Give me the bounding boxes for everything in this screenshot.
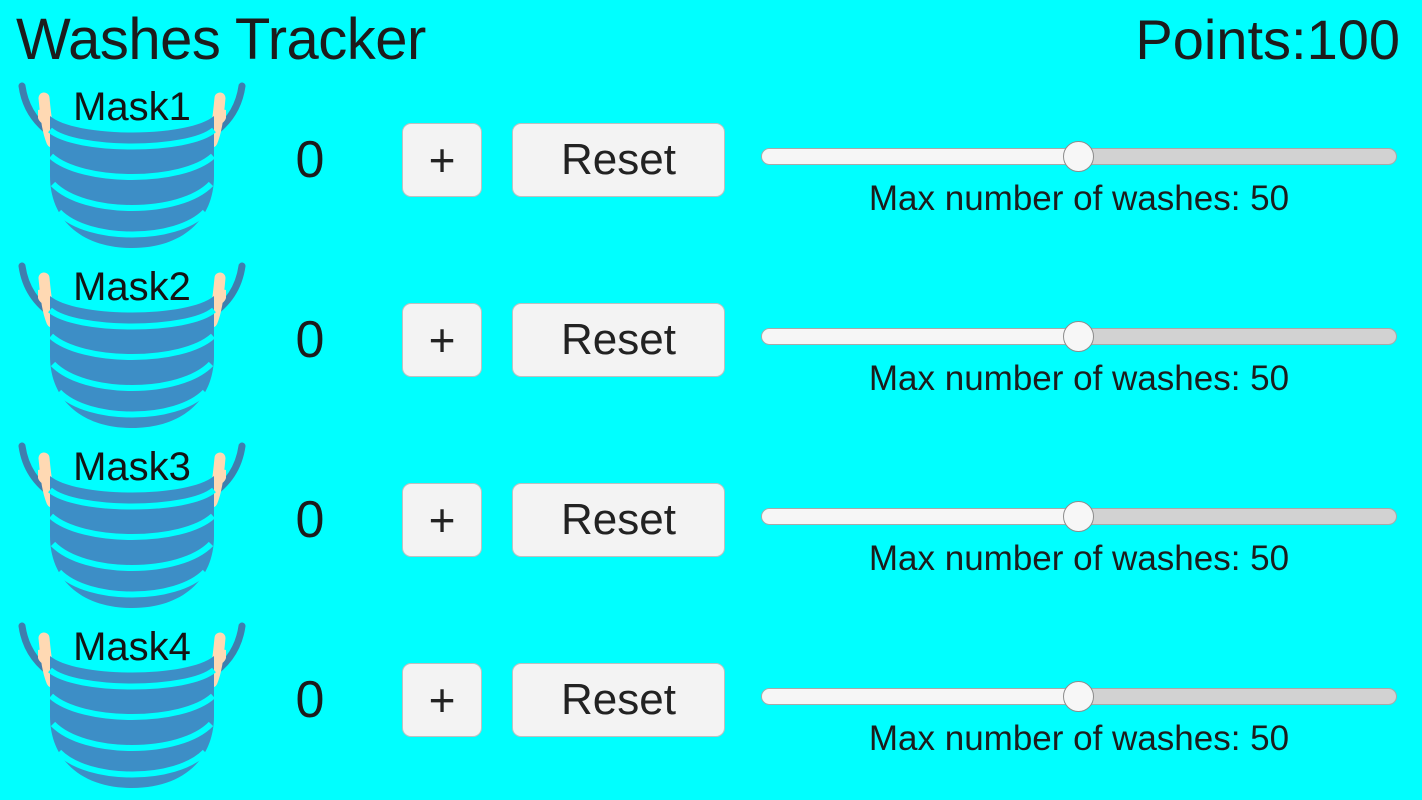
mask-row: Mask1 0 + Reset Max number of washes: 50 <box>0 78 1422 258</box>
max-washes-slider-area: Max number of washes: 50 <box>761 78 1397 258</box>
points-display: Points:100 <box>1135 6 1400 74</box>
max-washes-caption: Max number of washes: 50 <box>868 539 1290 578</box>
points-value: 100 <box>1306 8 1400 71</box>
reset-button[interactable]: Reset <box>512 123 725 197</box>
reset-button[interactable]: Reset <box>512 303 725 377</box>
mask-name-label: Mask4 <box>73 625 191 669</box>
max-washes-caption: Max number of washes: 50 <box>868 179 1290 218</box>
mask-row-list: Mask1 0 + Reset Max number of washes: 50 <box>0 78 1422 798</box>
face-mask-icon: Mask3 <box>14 440 250 618</box>
face-mask-icon: Mask2 <box>14 260 250 438</box>
slider-thumb[interactable] <box>1062 141 1094 172</box>
mask-row: Mask4 0 + Reset Max number of washes: 50 <box>0 618 1422 798</box>
slider-filled-portion <box>762 509 1078 524</box>
mask-row: Mask3 0 + Reset Max number of washes: 50 <box>0 438 1422 618</box>
mask-name-label: Mask2 <box>73 265 191 309</box>
page-title: Washes Tracker <box>16 7 426 72</box>
slider-thumb[interactable] <box>1062 501 1094 532</box>
mask-row: Mask2 0 + Reset Max number of washes: 50 <box>0 258 1422 438</box>
points-label: Points: <box>1135 8 1307 71</box>
slider-filled-portion <box>762 689 1078 704</box>
increment-button[interactable]: + <box>402 303 482 377</box>
mask-name-label: Mask1 <box>73 85 191 129</box>
wash-count-value: 0 <box>295 311 325 369</box>
reset-button[interactable]: Reset <box>512 663 725 737</box>
max-washes-slider-area: Max number of washes: 50 <box>761 618 1397 798</box>
increment-button[interactable]: + <box>402 123 482 197</box>
max-washes-slider-area: Max number of washes: 50 <box>761 438 1397 618</box>
max-washes-caption: Max number of washes: 50 <box>868 719 1290 758</box>
wash-count-value: 0 <box>295 131 325 189</box>
slider-filled-portion <box>762 149 1078 164</box>
face-mask-icon: Mask1 <box>14 80 250 258</box>
slider-filled-portion <box>762 329 1078 344</box>
mask-name-label: Mask3 <box>73 445 191 489</box>
face-mask-icon: Mask4 <box>14 620 250 798</box>
wash-count-value: 0 <box>295 671 325 729</box>
slider-thumb[interactable] <box>1062 681 1094 712</box>
app-header: Washes Tracker Points:100 <box>0 0 1422 78</box>
increment-button[interactable]: + <box>402 663 482 737</box>
increment-button[interactable]: + <box>402 483 482 557</box>
wash-count-value: 0 <box>295 491 325 549</box>
reset-button[interactable]: Reset <box>512 483 725 557</box>
slider-thumb[interactable] <box>1062 321 1094 352</box>
max-washes-slider-area: Max number of washes: 50 <box>761 258 1397 438</box>
max-washes-caption: Max number of washes: 50 <box>868 359 1290 398</box>
